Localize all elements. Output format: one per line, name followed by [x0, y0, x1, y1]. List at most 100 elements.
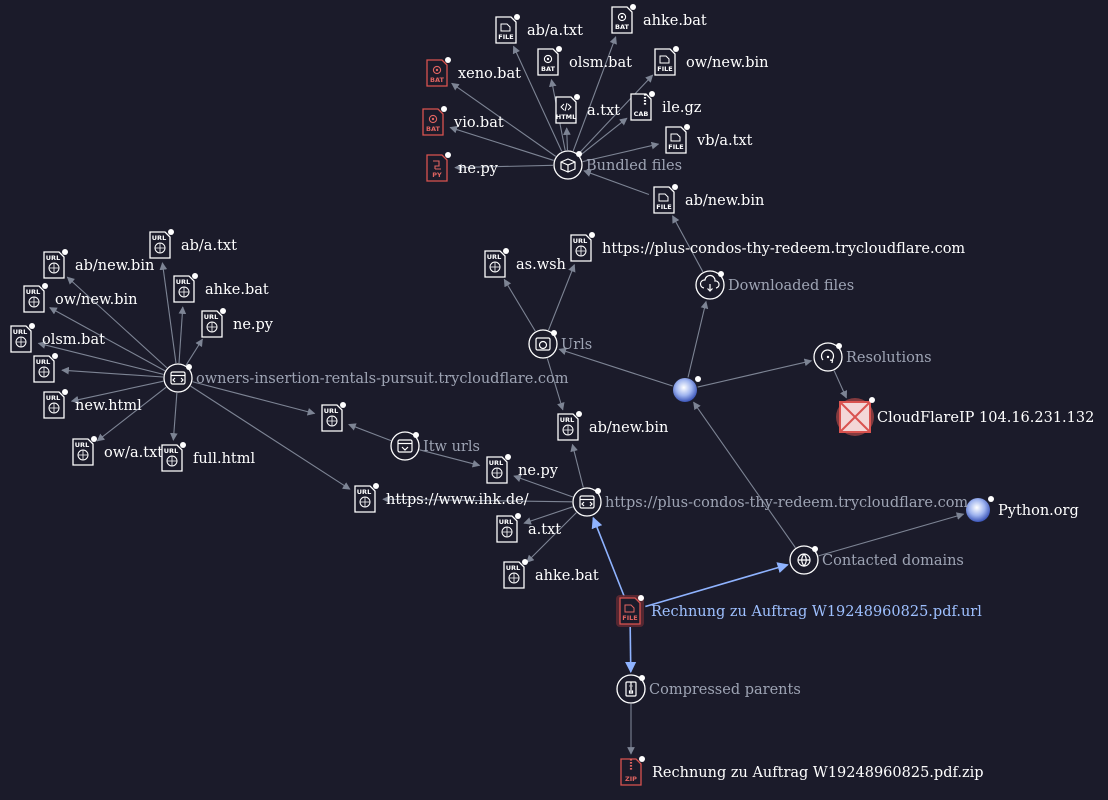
url-file-icon: URL — [43, 391, 65, 419]
file-file-icon: FILE — [665, 126, 687, 154]
svg-text:URL: URL — [46, 254, 60, 262]
svg-text:BAT: BAT — [541, 65, 555, 73]
edge-owners-to-o-full — [170, 392, 178, 441]
edge-bundled-to-b-aba — [512, 45, 563, 152]
node-downloaded[interactable]: Downloaded files — [695, 270, 854, 300]
file-file-icon: FILE — [495, 16, 517, 44]
download-glyph-icon — [699, 274, 720, 292]
node-badge-dot — [29, 323, 35, 329]
zip-file-icon: ZIP — [620, 758, 642, 786]
node-label: ab/new.bin — [589, 420, 668, 436]
node-badge-dot — [639, 675, 645, 681]
node-label: https://plus-condos-thy-redeem.trycloudf… — [602, 241, 965, 257]
edge-contacted-to-python — [818, 512, 965, 557]
edge-itw-to-i-blank — [348, 423, 392, 442]
edge-owners-to-o-ahke — [178, 306, 187, 364]
node-badge-dot — [186, 364, 192, 370]
edge-owners-to-i-ihk — [190, 385, 351, 490]
node-itw[interactable]: Itw urls — [390, 431, 480, 461]
cab-file-icon: CAB — [630, 93, 652, 121]
edge-contacted-to-ip — [693, 401, 796, 549]
node-label: olsm.bat — [42, 332, 105, 348]
node-badge-dot — [441, 106, 447, 112]
edge-root-to-url2 — [591, 516, 625, 597]
node-label: Urls — [561, 337, 592, 353]
node-cfip[interactable]: CloudFlareIP 104.16.231.132 — [836, 397, 1094, 436]
node-b-nepy[interactable]: PY ne.py — [426, 152, 499, 182]
node-resolutions[interactable]: Resolutions — [813, 342, 932, 372]
url-file-icon: URL — [23, 285, 45, 313]
node-i-blank[interactable]: URL — [321, 402, 346, 432]
node-label: owners-insertion-rentals-pursuit.tryclou… — [196, 371, 569, 387]
node-ip[interactable] — [673, 376, 701, 402]
file-file-icon: FILE — [654, 48, 676, 76]
node-badge-dot — [62, 249, 68, 255]
node-bundled[interactable]: Bundled files — [553, 150, 682, 180]
node-label: ab/a.txt — [527, 23, 583, 39]
node-label: https://plus-condos-thy-redeem.trycloudf… — [605, 495, 968, 511]
node-o-blank[interactable]: URL — [33, 353, 58, 383]
edge-bundled-to-b-atxt — [563, 127, 571, 151]
node-label: ab/new.bin — [685, 193, 764, 209]
node-badge-dot — [192, 273, 198, 279]
node-label: ow/new.bin — [55, 292, 138, 308]
node-badge-dot — [180, 442, 186, 448]
node-python[interactable]: Python.org — [966, 496, 1079, 522]
node-badge-dot — [445, 152, 451, 158]
node-badge-dot — [515, 513, 521, 519]
node-o-ownew[interactable]: URL ow/new.bin — [23, 283, 138, 313]
node-badge-dot — [649, 91, 655, 97]
url-file-icon: URL — [43, 251, 65, 279]
svg-text:URL: URL — [152, 234, 166, 242]
node-url2[interactable]: https://plus-condos-thy-redeem.trycloudf… — [572, 487, 968, 517]
node-compressed[interactable]: Compressed parents — [616, 674, 801, 704]
node-badge-dot — [718, 271, 724, 277]
node-urls[interactable]: Urls — [528, 329, 592, 359]
edge-owners-to-o-newhtml — [70, 380, 164, 404]
edge-owners-to-i-blank — [192, 381, 316, 416]
svg-text:PY: PY — [432, 171, 442, 179]
svg-text:BAT: BAT — [426, 125, 440, 133]
node-contacted[interactable]: Contacted domains — [789, 545, 964, 575]
svg-text:FILE: FILE — [668, 143, 683, 151]
node-label: xeno.bat — [458, 66, 521, 82]
node-owners[interactable]: owners-insertion-rentals-pursuit.tryclou… — [163, 363, 569, 393]
node-label: ahke.bat — [535, 568, 599, 584]
itw-glyph-icon — [397, 439, 413, 453]
edge-url2-to-p-ahke — [526, 512, 577, 563]
node-label: ne.py — [458, 161, 499, 177]
url-file-icon: URL — [161, 444, 183, 472]
edge-resolutions-to-cfip — [833, 370, 848, 399]
node-b-aba[interactable]: FILE ab/a.txt — [495, 14, 583, 44]
node-badge-dot — [988, 496, 994, 502]
node-badge-dot — [638, 595, 644, 601]
edge-dl-abnew-to-bundled — [583, 169, 650, 196]
